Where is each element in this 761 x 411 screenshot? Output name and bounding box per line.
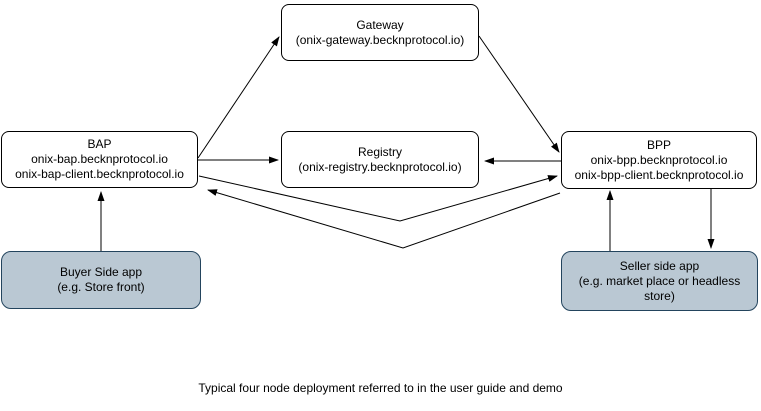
edge-bap-to-gateway xyxy=(197,36,280,159)
node-gateway-title: Gateway xyxy=(356,17,404,32)
node-bpp-client-url: onix-bpp-client.becknprotocol.io xyxy=(574,167,744,182)
node-buyer-app: Buyer Side app (e.g. Store front) xyxy=(1,251,201,309)
node-buyer-app-title: Buyer Side app xyxy=(59,265,143,279)
node-bpp: BPP onix-bpp.becknprotocol.io onix-bpp-c… xyxy=(561,131,757,189)
node-gateway: Gateway (onix-gateway.becknprotocol.io) xyxy=(281,4,479,61)
node-bap-title: BAP xyxy=(87,137,112,151)
node-registry-title: Registry xyxy=(357,144,402,159)
node-bap: BAP onix-bap.becknprotocol.io onix-bap-c… xyxy=(1,131,198,188)
node-registry-subtitle: (onix-registry.becknprotocol.io) xyxy=(298,159,462,174)
edge-gateway-to-bpp xyxy=(478,35,560,153)
node-bap-url: onix-bap.becknprotocol.io xyxy=(31,152,168,166)
diagram-caption: Typical four node deployment referred to… xyxy=(198,381,563,395)
node-buyer-app-subtitle: (e.g. Store front) xyxy=(57,280,145,294)
edge-bpp-to-bap xyxy=(207,189,561,249)
node-seller-app: Seller side app (e.g. market place or he… xyxy=(561,251,758,311)
node-bpp-url: onix-bpp.becknprotocol.io xyxy=(590,152,728,167)
node-seller-app-subtitle: (e.g. market place or headless store) xyxy=(578,273,741,303)
node-registry: Registry (onix-registry.becknprotocol.io… xyxy=(281,131,479,188)
node-bpp-title: BPP xyxy=(646,137,671,152)
node-gateway-subtitle: (onix-gateway.becknprotocol.io) xyxy=(295,32,465,47)
node-seller-app-title: Seller side app xyxy=(619,258,700,273)
node-bap-client-url: onix-bap-client.becknprotocol.io xyxy=(15,167,184,181)
